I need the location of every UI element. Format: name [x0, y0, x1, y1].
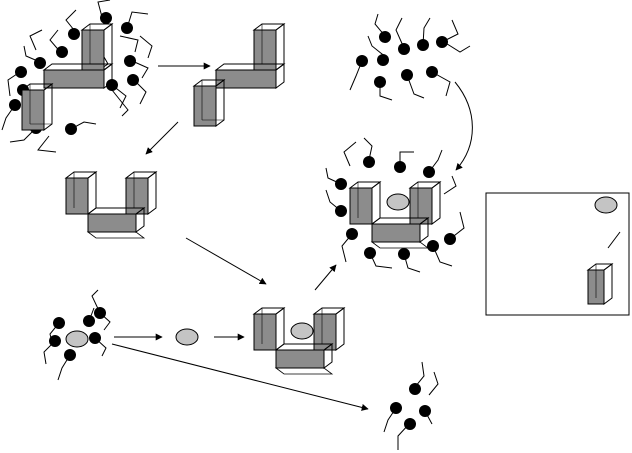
free-ligand-cluster [349, 13, 471, 101]
particle [374, 76, 386, 88]
particle [127, 74, 139, 86]
guest-ellipse [386, 193, 410, 211]
particle [65, 123, 77, 135]
particle [83, 315, 95, 327]
reaction-arrows [111, 62, 473, 411]
particle [417, 39, 429, 51]
arrow-combine [185, 237, 267, 285]
particle [94, 307, 106, 319]
particle [9, 99, 21, 111]
particle [89, 332, 101, 344]
particle [335, 178, 347, 190]
bare-guest [175, 328, 199, 346]
particle [56, 46, 68, 58]
arrow-rearrange [145, 121, 179, 155]
particle [423, 166, 435, 178]
host-guest-complex [252, 307, 346, 375]
particle [124, 55, 136, 67]
arrow-recoat [454, 81, 473, 171]
particle [100, 12, 112, 24]
particle [49, 335, 61, 347]
u-shaped-block [64, 171, 158, 239]
particle [426, 66, 438, 78]
particle [409, 383, 421, 395]
particle [398, 248, 410, 260]
coated-guest [43, 289, 111, 381]
coated-host-guest-complex [325, 137, 465, 273]
particle [356, 55, 368, 67]
particle [444, 233, 456, 245]
particle [335, 205, 347, 217]
stair-blocks [20, 23, 114, 131]
particle [53, 317, 65, 329]
ligand-chain-icon [607, 231, 621, 249]
block-unit-icon [586, 263, 614, 305]
particle [346, 228, 358, 240]
bare-stair-assembly [192, 23, 286, 127]
released-ligand-cluster [383, 361, 439, 450]
particle [121, 22, 133, 34]
particle [34, 57, 46, 69]
particle [427, 240, 439, 252]
particle [377, 54, 389, 66]
particle [106, 79, 118, 91]
coated-stair-assembly [1, 0, 153, 153]
particle [419, 405, 431, 417]
particle [379, 31, 391, 43]
particle [436, 36, 448, 48]
particle [64, 349, 76, 361]
particle [68, 28, 80, 40]
guest-ellipse [65, 330, 89, 348]
arrow-release-ligands [111, 343, 369, 411]
particle [15, 66, 27, 78]
particle [398, 43, 410, 55]
particle [401, 69, 413, 81]
guest-ellipse-icon [594, 196, 618, 214]
legend-box [485, 192, 630, 316]
particle [404, 418, 416, 430]
arrow-coat-complex [314, 264, 337, 291]
particle [390, 402, 402, 414]
particle [394, 161, 406, 173]
particle [363, 156, 375, 168]
particle [364, 247, 376, 259]
guest-ellipse [290, 322, 314, 340]
